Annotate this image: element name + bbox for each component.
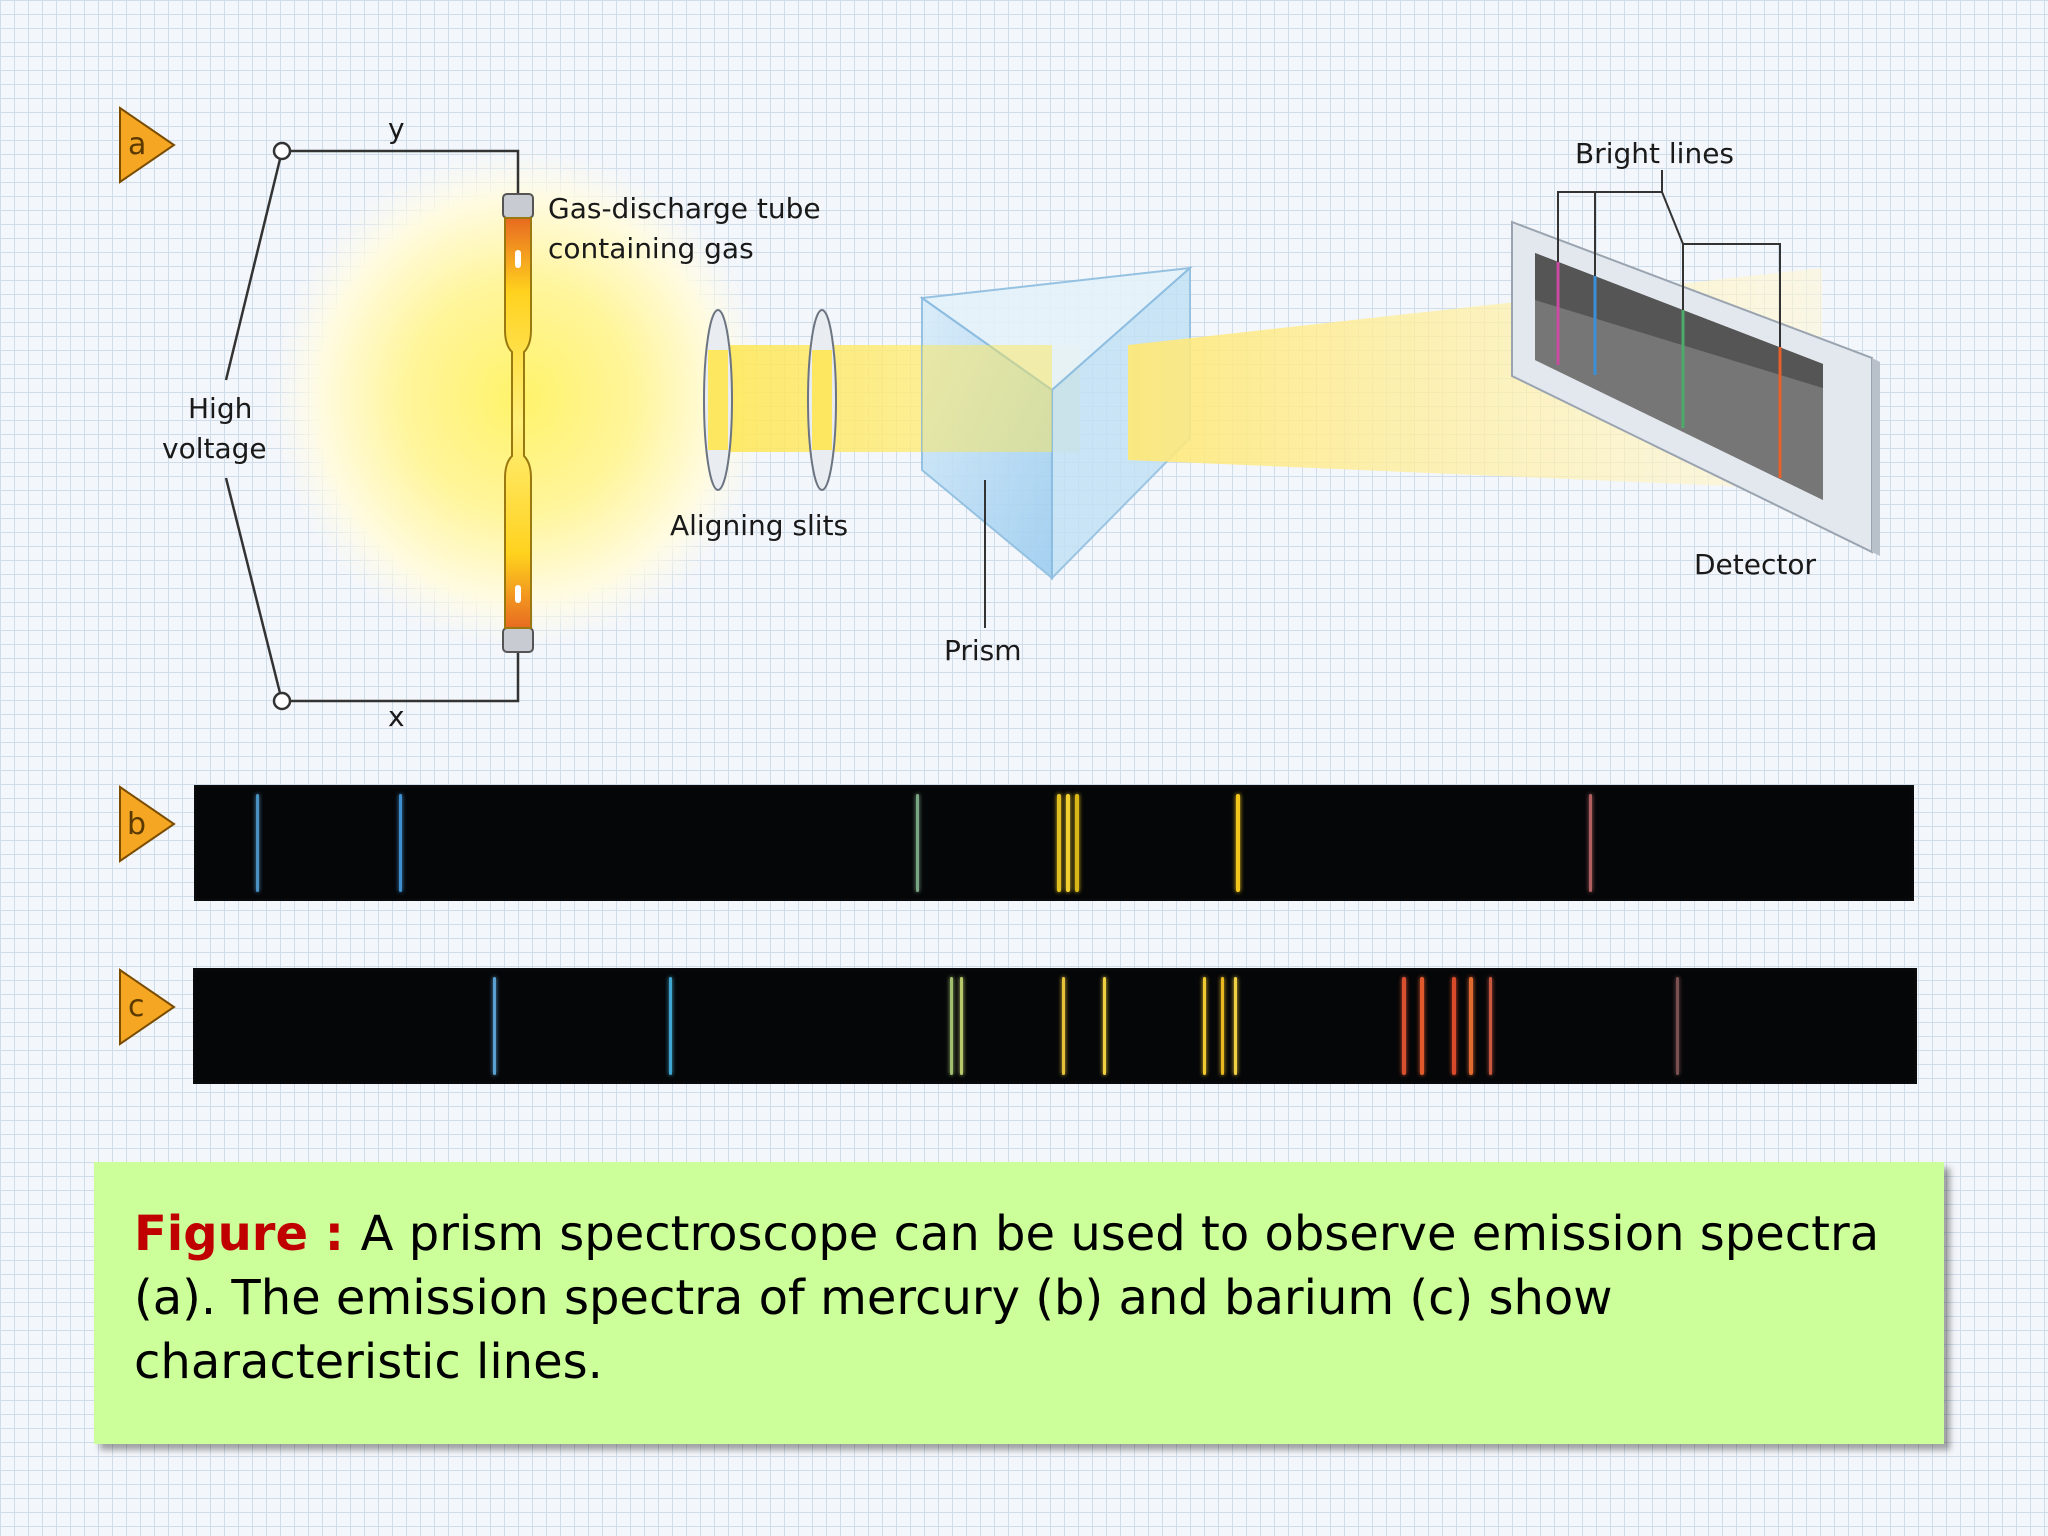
barium-emission-line <box>492 977 496 1075</box>
prism <box>919 265 1194 581</box>
detector-bright-lines <box>1556 262 1782 478</box>
circuit-wires <box>224 149 520 703</box>
barium-emission-line <box>960 977 964 1075</box>
svg-text:b: b <box>127 807 146 842</box>
barium-emission-line <box>1675 977 1679 1075</box>
svg-text:a: a <box>128 127 146 162</box>
mercury-emission-line <box>1057 794 1062 892</box>
detector <box>1511 220 1880 556</box>
barium-emission-line <box>1451 977 1456 1075</box>
aligning-slit-2 <box>807 309 837 491</box>
caption-label: Figure <box>134 1206 308 1262</box>
barium-emission-line <box>1420 977 1425 1075</box>
terminal-bottom <box>272 691 292 711</box>
label-aligning-slits: Aligning slits <box>670 509 848 542</box>
mercury-emission-line <box>255 794 259 892</box>
svg-text:c: c <box>128 989 145 1024</box>
gas-discharge-tube <box>502 193 534 653</box>
barium-emission-line <box>1468 977 1473 1075</box>
barium-emission-line <box>1489 977 1493 1075</box>
barium-emission-line <box>1061 977 1065 1075</box>
label-y: y <box>388 112 405 145</box>
spectroscope-diagram: a y x High voltage Gas-discharge tube co… <box>119 106 1880 1046</box>
barium-emission-line <box>1103 977 1107 1075</box>
label-bright-lines: Bright lines <box>1575 137 1734 170</box>
label-prism: Prism <box>944 634 1022 667</box>
barium-emission-line <box>1203 977 1207 1075</box>
barium-emission-line <box>1401 977 1406 1075</box>
terminal-top <box>272 141 292 161</box>
caption-text: A prism spectroscope can be used to obse… <box>134 1206 1880 1390</box>
bright-lines-pointers <box>1557 170 1781 347</box>
barium-emission-line <box>1234 977 1238 1075</box>
caption-colon: : <box>308 1206 361 1262</box>
panel-tag-b: b <box>119 785 176 863</box>
barium-emission-line <box>668 977 672 1075</box>
label-high: High <box>188 392 252 425</box>
label-tube-line2: containing gas <box>548 232 754 265</box>
barium-spectrum <box>193 968 1917 1084</box>
mercury-emission-line <box>398 794 402 892</box>
mercury-emission-line <box>916 794 920 892</box>
mercury-emission-line <box>1074 794 1079 892</box>
label-detector: Detector <box>1694 548 1816 581</box>
label-tube-line1: Gas-discharge tube <box>548 192 821 225</box>
mercury-emission-line <box>1066 794 1071 892</box>
barium-emission-line <box>949 977 953 1075</box>
mercury-emission-line <box>1588 794 1592 892</box>
mercury-emission-line <box>1236 794 1241 892</box>
mercury-spectrum <box>194 785 1914 901</box>
label-x: x <box>388 700 405 733</box>
label-voltage: voltage <box>162 432 267 465</box>
barium-emission-line <box>1220 977 1224 1075</box>
figure-caption: Figure : A prism spectroscope can be use… <box>94 1162 1944 1444</box>
panel-tag-a: a <box>119 106 176 184</box>
aligning-slit-1 <box>703 309 733 491</box>
panel-tag-c: c <box>119 968 176 1046</box>
